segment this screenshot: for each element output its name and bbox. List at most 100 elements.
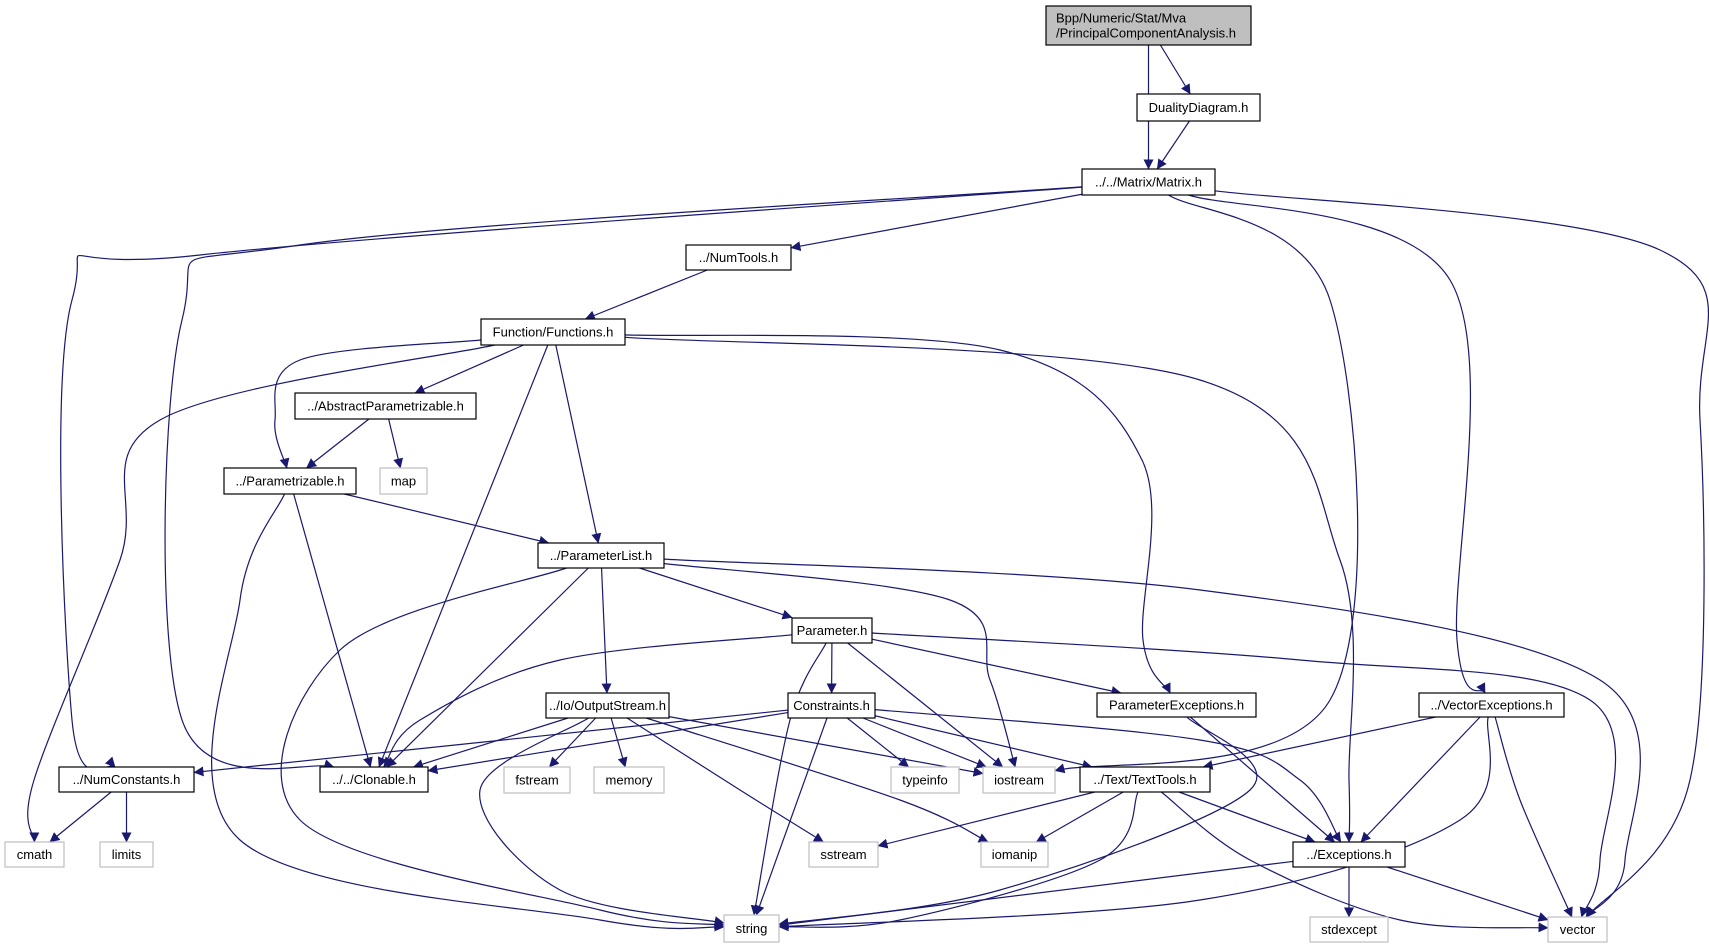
node-label: ../NumConstants.h	[73, 772, 181, 787]
edge-paramlist-to-outstream	[600, 567, 612, 694]
node-label: ../Text/TextTools.h	[1093, 772, 1196, 787]
node-box	[503, 766, 571, 794]
node-box	[980, 841, 1049, 868]
edge-parameter-to-iostream	[847, 642, 1004, 768]
node-box	[1309, 916, 1389, 943]
node-box	[319, 766, 429, 793]
edge-paramlist-to-parameter	[639, 567, 793, 620]
node-iomanip: iomanip	[980, 841, 1049, 868]
edge-param-to-paramlist	[344, 493, 550, 546]
node-numtools[interactable]: ../NumTools.h	[685, 244, 792, 271]
edge-paramlist-to-string	[280, 567, 725, 929]
node-cmath: cmath	[4, 841, 65, 868]
edge-matrix-to-numconst	[60, 186, 1083, 771]
edge-exceptions-to-string	[778, 860, 1294, 929]
node-numconst[interactable]: ../NumConstants.h	[58, 766, 195, 793]
node-label: ../Parametrizable.h	[235, 474, 344, 489]
edge-paramlist-to-iostream	[663, 562, 1018, 768]
node-vector: vector	[1547, 916, 1608, 943]
edge-outstream-to-fstream	[548, 717, 597, 768]
edge-absparam-to-map	[388, 418, 404, 469]
edge-matrix-to-vector	[1214, 190, 1709, 918]
node-label: sstream	[820, 847, 866, 862]
edge-texttools-to-sstream	[877, 791, 1095, 849]
node-paramlist[interactable]: ../ParameterList.h	[537, 542, 665, 569]
node-matrix[interactable]: ../../Matrix/Matrix.h	[1081, 168, 1216, 196]
edge-outstream-to-clonable	[412, 717, 569, 769]
node-functions[interactable]: Function/Functions.h	[480, 318, 626, 346]
node-box	[1045, 5, 1252, 46]
edge-vecexc-to-string	[778, 716, 1491, 932]
node-label: map	[391, 474, 416, 489]
edge-parameter-to-string	[750, 642, 827, 916]
node-box	[1292, 841, 1406, 868]
node-string: string	[723, 914, 780, 943]
edge-paramexc-to-exceptions	[1189, 716, 1335, 843]
node-clonable[interactable]: ../../Clonable.h	[319, 766, 429, 793]
edge-parameter-to-vector	[871, 632, 1616, 918]
edge-parameter-to-clonable	[383, 634, 793, 768]
edge-matrix-to-iostream	[1054, 194, 1359, 774]
edge-functions-to-param	[274, 339, 482, 469]
node-paramexc[interactable]: ParameterExceptions.h	[1096, 692, 1257, 718]
node-label: ../VectorExceptions.h	[1430, 698, 1552, 713]
node-label: ../Io/OutputStream.h	[549, 698, 666, 713]
edge-numconst-to-cmath	[49, 791, 112, 843]
edge-functions-to-absparam	[414, 344, 524, 394]
node-absparam[interactable]: ../AbstractParametrizable.h	[294, 392, 477, 420]
node-texttools[interactable]: ../Text/TextTools.h	[1079, 766, 1211, 793]
edge-functions-to-paramexc	[624, 334, 1171, 694]
edge-matrix-to-vecexc	[1188, 194, 1486, 694]
edge-constraints-to-clonable	[427, 711, 789, 775]
node-label: Parameter.h	[797, 623, 868, 638]
node-iostream: iostream	[982, 766, 1056, 794]
node-label: Constraints.h	[793, 698, 870, 713]
node-parameter[interactable]: Parameter.h	[791, 617, 873, 644]
edge-exceptions-to-vector	[1386, 866, 1549, 922]
node-box	[379, 467, 428, 495]
edge-texttools-to-iomanip	[1035, 791, 1124, 843]
node-duality[interactable]: DualityDiagram.h	[1136, 93, 1261, 122]
node-label: cmath	[17, 847, 52, 862]
edges-layer	[27, 44, 1709, 933]
node-label: ../../Clonable.h	[332, 772, 416, 787]
node-box	[1418, 692, 1565, 718]
node-label: ../Exceptions.h	[1306, 847, 1391, 862]
edge-constraints-to-iostream	[862, 717, 987, 769]
node-label: memory	[606, 773, 653, 788]
node-label: vector	[1560, 922, 1596, 937]
node-box	[593, 766, 665, 794]
node-box	[545, 692, 670, 719]
node-box	[1136, 93, 1261, 122]
node-box	[791, 617, 873, 644]
edge-outstream-to-iostream	[668, 716, 984, 777]
node-label: fstream	[515, 773, 558, 788]
node-constraints[interactable]: Constraints.h	[787, 692, 876, 719]
node-box	[982, 766, 1056, 794]
node-limits: limits	[99, 841, 154, 868]
node-label: ../ParameterList.h	[550, 548, 653, 563]
node-exceptions[interactable]: ../Exceptions.h	[1292, 841, 1406, 868]
edge-duality-to-matrix	[1156, 120, 1190, 170]
node-pca[interactable]: Bpp/Numeric/Stat/Mva/PrincipalComponentA…	[1045, 5, 1252, 46]
node-label: string	[736, 921, 768, 936]
edge-constraints-to-numconst	[193, 709, 789, 777]
node-label: DualityDiagram.h	[1149, 100, 1249, 115]
node-box	[537, 542, 665, 569]
node-vecexc[interactable]: ../VectorExceptions.h	[1418, 692, 1565, 718]
node-outstream[interactable]: ../Io/OutputStream.h	[545, 692, 670, 719]
node-param[interactable]: ../Parametrizable.h	[223, 467, 357, 495]
node-box	[787, 692, 876, 719]
node-box	[890, 766, 960, 794]
node-label: Bpp/Numeric/Stat/Mva	[1056, 11, 1187, 26]
edge-paramexc-to-string	[778, 716, 1258, 928]
edge-paramlist-to-clonable	[386, 567, 589, 768]
node-label: ../../Matrix/Matrix.h	[1095, 175, 1202, 190]
edge-absparam-to-param	[306, 418, 370, 469]
edge-texttools-to-vector	[1160, 791, 1549, 933]
node-box	[58, 766, 195, 793]
node-label: stdexcept	[1321, 922, 1377, 937]
edge-outstream-to-sstream	[626, 717, 824, 843]
edge-constraints-to-typeinfo	[846, 717, 910, 768]
